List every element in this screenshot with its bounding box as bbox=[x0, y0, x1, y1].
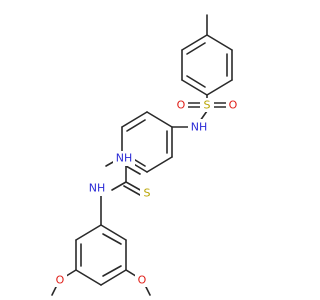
thiourea-nh-top-label: NH bbox=[116, 152, 133, 165]
label-mask bbox=[113, 151, 135, 166]
thiourea-group bbox=[105, 156, 143, 196]
label-mask bbox=[200, 98, 214, 112]
label-mask bbox=[135, 273, 149, 287]
sulfonyl-oxygen-right-label: O bbox=[229, 99, 238, 112]
methoxy-oxygen-right-label: O bbox=[138, 274, 147, 287]
tolyl-ring bbox=[181, 34, 233, 96]
thione-sulfur-label: S bbox=[144, 187, 151, 200]
thiourea-nh-bottom-label: NH bbox=[89, 182, 106, 195]
sulfonamide-nh-label: NH bbox=[191, 121, 208, 134]
methoxy-oxygen-left-label: O bbox=[56, 274, 65, 287]
sulfonyl-sulfur-label: S bbox=[204, 99, 211, 112]
label-mask bbox=[86, 181, 108, 196]
label-mask bbox=[188, 119, 210, 134]
label-mask bbox=[140, 186, 154, 200]
molecule-structure: S O O NH NH S NH O O bbox=[51, 14, 240, 296]
label-mask bbox=[226, 98, 240, 112]
sulfonyl-oxygen-left-label: O bbox=[177, 99, 186, 112]
label-mask bbox=[174, 98, 188, 112]
dimethoxyphenyl-ring bbox=[75, 194, 127, 286]
label-mask bbox=[53, 273, 67, 287]
phenylene-ring bbox=[121, 111, 173, 173]
